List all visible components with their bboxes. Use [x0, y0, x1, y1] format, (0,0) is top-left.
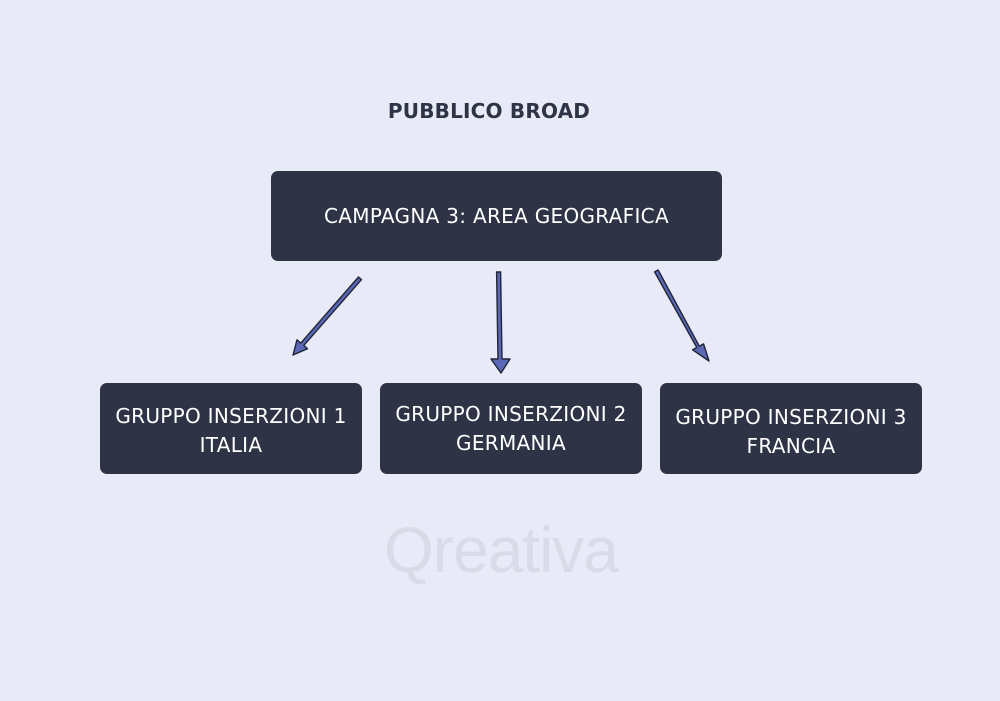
ad-group-text-francia: GRUPPO INSERZIONI 3 FRANCIA: [675, 397, 906, 461]
ad-group-label: GRUPPO INSERZIONI 1: [115, 403, 347, 428]
ad-group-label: GRUPPO INSERZIONI 3: [675, 404, 907, 429]
arrow-to-italia: [292, 276, 363, 356]
diagram-title: PUBBLICO BROAD: [387, 99, 591, 123]
ad-group-box-italia: GRUPPO INSERZIONI 1 ITALIA: [100, 383, 362, 474]
ad-group-box-francia: GRUPPO INSERZIONI 3 FRANCIA: [660, 383, 922, 474]
ad-group-text-italia: GRUPPO INSERZIONI 1 ITALIA: [115, 398, 346, 460]
campaign-label: CAMPAGNA 3: AREA GEOGRAFICA: [324, 203, 669, 228]
arrow-to-germania: [490, 271, 511, 374]
ad-group-country: GERMANIA: [456, 430, 566, 455]
ad-group-country: FRANCIA: [746, 433, 836, 458]
campaign-box: CAMPAGNA 3: AREA GEOGRAFICA: [271, 171, 722, 261]
ad-group-country: ITALIA: [199, 432, 263, 457]
ad-group-label: GRUPPO INSERZIONI 2: [395, 401, 627, 426]
arrow-to-francia: [653, 269, 710, 362]
ad-group-text-germania: GRUPPO INSERZIONI 2 GERMANIA: [395, 400, 626, 458]
brand-watermark: Qreativa: [384, 514, 619, 586]
ad-group-box-germania: GRUPPO INSERZIONI 2 GERMANIA: [380, 383, 642, 474]
